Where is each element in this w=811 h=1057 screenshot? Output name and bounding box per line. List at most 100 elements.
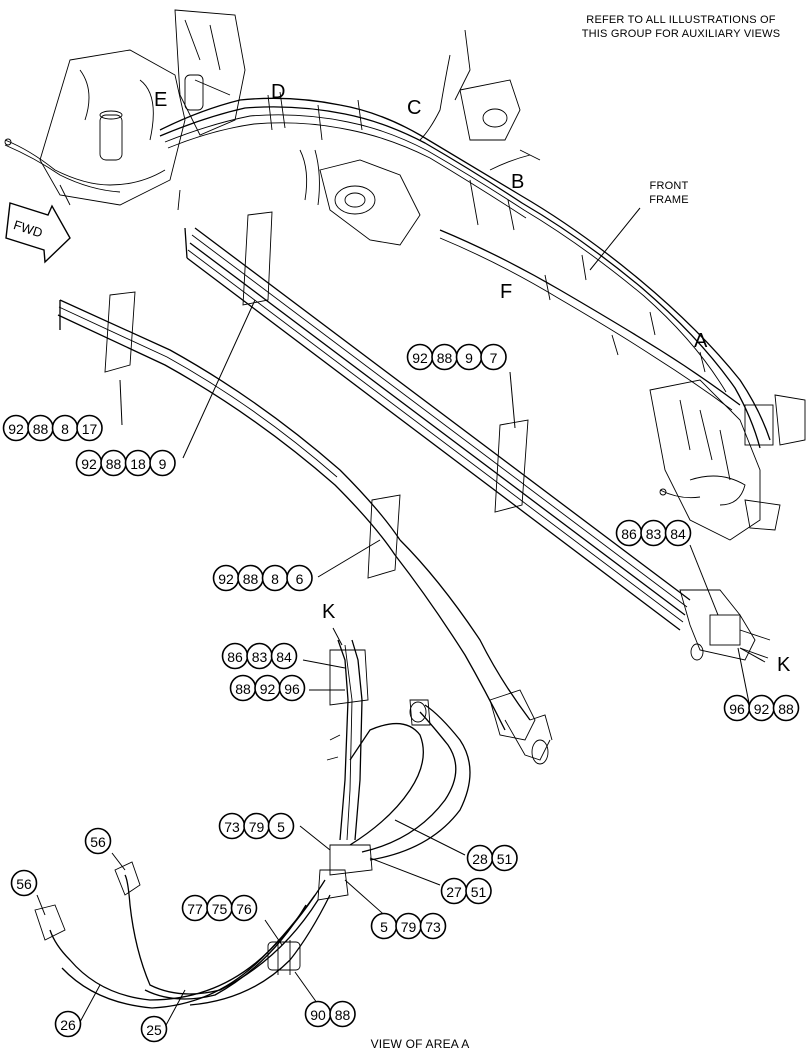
callout-number: 8: [61, 421, 69, 437]
leader-lines: [36, 207, 766, 1028]
letter-k-upper: K: [322, 601, 336, 623]
callout-number: 79: [401, 919, 417, 935]
view-caption: VIEW OF AREA A: [370, 1037, 470, 1051]
callout-number: 90: [310, 1007, 326, 1023]
front-frame-line-1: FRONT: [649, 180, 689, 192]
callout-number: 9: [465, 350, 473, 366]
callout-number: 92: [8, 421, 24, 437]
note-line-2: THIS GROUP FOR AUXILIARY VIEWS: [581, 28, 781, 40]
callout-c13: 56: [84, 827, 112, 855]
letter-c: C: [407, 97, 421, 119]
callout-number: 88: [243, 571, 259, 587]
callout-number: 83: [252, 649, 268, 665]
callout-number: 25: [146, 1022, 162, 1038]
callout-balloon: [149, 449, 176, 477]
callout-number: 51: [497, 851, 513, 867]
callout-c2: 92 88 18 9: [75, 449, 176, 477]
callout-balloon: [278, 674, 306, 702]
lower-hose-detail: [34, 639, 471, 1009]
callout-number: 6: [296, 571, 304, 587]
callout-number: 76: [236, 901, 252, 917]
callout-number: 86: [621, 526, 637, 542]
callout-number: 88: [335, 1007, 351, 1023]
callout-c3: 92 88 9 7: [406, 343, 507, 371]
callout-number: 83: [646, 526, 662, 542]
letter-a: A: [694, 330, 708, 352]
callout-c18: 25: [140, 1015, 168, 1043]
callout-number: 88: [106, 456, 122, 472]
callout-c14: 56: [10, 869, 38, 897]
callout-balloon: [286, 564, 313, 592]
callout-balloon: [54, 1010, 82, 1038]
callout-number: 92: [412, 350, 428, 366]
letter-d: D: [271, 81, 285, 103]
callout-number: 79: [249, 819, 265, 835]
callout-balloon: [267, 812, 295, 840]
callout-balloon: [664, 519, 692, 547]
area-letters: A B C D E F K K: [154, 81, 791, 676]
callout-c7: 86 83 84: [221, 642, 298, 670]
callout-c17: 26: [54, 1010, 82, 1038]
callout-number: 26: [60, 1017, 76, 1033]
callout-number: 8: [271, 571, 279, 587]
callout-number: 84: [276, 649, 292, 665]
callout-number: 77: [187, 901, 203, 917]
callout-number: 96: [729, 701, 745, 717]
callout-number: 92: [81, 456, 97, 472]
callout-balloon: [419, 912, 447, 940]
callout-number: 92: [260, 681, 276, 697]
callout-number: 92: [754, 701, 770, 717]
callout-c5: 86 83 84: [615, 519, 692, 547]
letter-b: B: [511, 171, 524, 193]
callout-number: 86: [227, 649, 243, 665]
callout-c6: 96 92 88: [723, 694, 800, 722]
callout-number: 56: [16, 876, 32, 892]
callout-number: 88: [778, 701, 794, 717]
callout-number: 84: [670, 526, 686, 542]
callout-number: 88: [33, 421, 49, 437]
callout-c12: 5 79 73: [370, 912, 447, 940]
callout-number: 88: [235, 681, 251, 697]
note-line-1: REFER TO ALL ILLUSTRATIONS OF: [586, 14, 776, 26]
auxiliary-view-note: REFER TO ALL ILLUSTRATIONS OF THIS GROUP…: [556, 13, 806, 41]
callout-number: 51: [471, 884, 487, 900]
callout-number: 5: [380, 919, 388, 935]
letter-e: E: [154, 89, 167, 111]
callout-number: 5: [277, 819, 285, 835]
callout-c15: 77 75 76: [181, 894, 258, 922]
callout-number: 9: [159, 456, 167, 472]
callout-balloon: [329, 1000, 356, 1028]
callout-number: 28: [472, 851, 488, 867]
callout-balloon: [480, 343, 507, 371]
callout-balloon: [140, 1015, 168, 1043]
callout-c16: 90 88: [304, 1000, 356, 1028]
callout-balloon: [230, 894, 258, 922]
frame-assembly: [4, 9, 806, 541]
callout-balloon: [10, 869, 38, 897]
callout-number: 75: [212, 901, 228, 917]
callout-balloon: [465, 877, 492, 905]
callout-c10: 28 51: [466, 844, 518, 872]
callout-number: 73: [425, 919, 441, 935]
hose-tubes: [57, 211, 771, 765]
callout-c11: 27 51: [440, 877, 492, 905]
callout-number: 88: [437, 350, 453, 366]
callout-balloon: [491, 844, 518, 872]
callout-number: 56: [90, 834, 106, 850]
letter-f: F: [500, 281, 512, 303]
callout-number: 27: [446, 884, 462, 900]
callout-number: 7: [490, 350, 498, 366]
callout-number: 96: [284, 681, 300, 697]
callout-c8: 88 92 96: [229, 674, 306, 702]
callout-number: 18: [130, 456, 146, 472]
callout-number: 17: [82, 421, 98, 437]
callout-balloon: [76, 414, 103, 442]
callout-number: 92: [218, 571, 234, 587]
front-frame-line-2: FRAME: [649, 194, 689, 206]
callout-balloon: [84, 827, 112, 855]
